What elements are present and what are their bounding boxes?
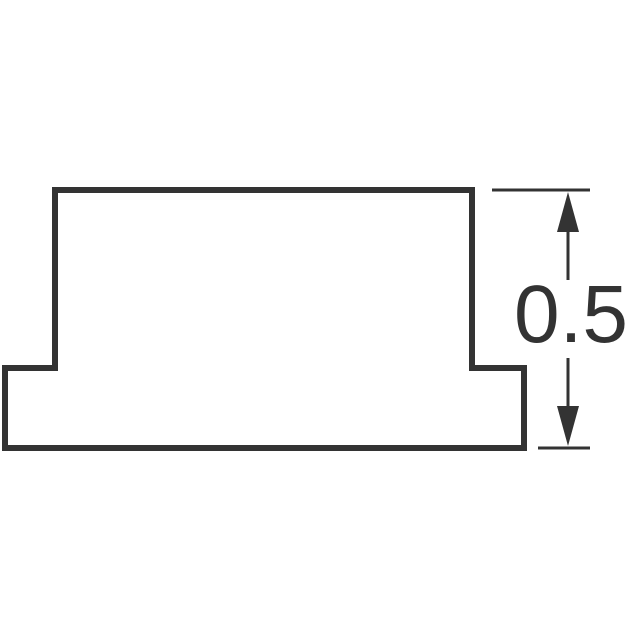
- dimension-arrow-up-icon: [557, 192, 579, 232]
- dimension-arrow-down-icon: [557, 406, 579, 446]
- dimension-label: 0.5: [514, 269, 628, 360]
- component-outline: [2, 187, 527, 451]
